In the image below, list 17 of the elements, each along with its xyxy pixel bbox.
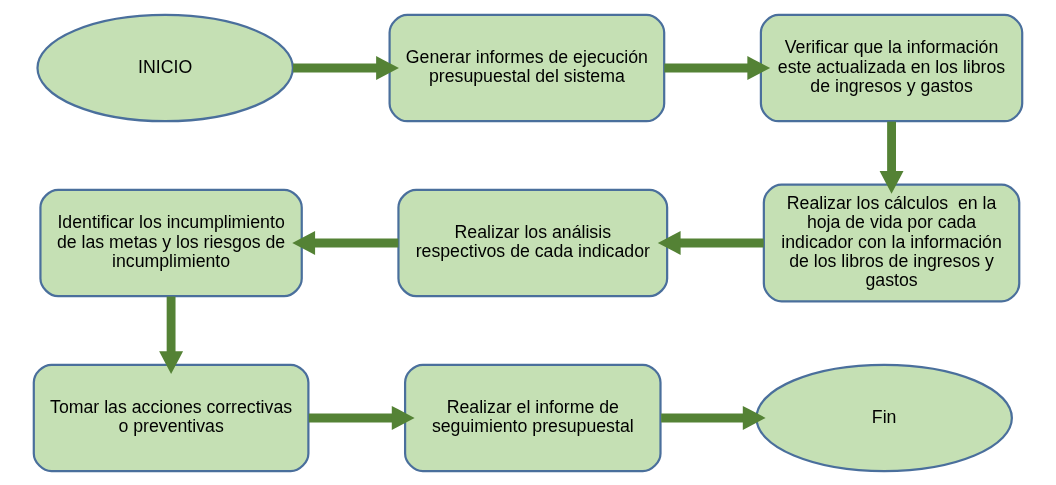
node-box: Realizar los análisis respectivos de cada indicador [397, 188, 669, 297]
arrow [664, 55, 771, 80]
arrow [292, 230, 399, 255]
arrow [293, 55, 399, 80]
node-box: Verificar que la información este actualizada en los libros de ingresos y gastos [759, 13, 1024, 122]
node-ellipse: INICIO [36, 13, 294, 122]
arrow [308, 405, 415, 430]
arrow [879, 121, 904, 194]
arrow [657, 230, 764, 255]
node-ellipse: Fin [755, 363, 1013, 472]
arrow [661, 405, 766, 430]
node-box: Tomar las acciones correctivas o preventivas [32, 363, 310, 472]
node-box: Identificar los incumplimiento de las metas y los riesgos de incumplimiento [39, 188, 303, 297]
node-box: Realizar los cálculos en la hoja de vida por cada indicador con la información de los libros de ingresos y gastos [762, 183, 1021, 302]
arrow [159, 296, 184, 374]
node-box: Realizar el informe de seguimiento presupuestal [404, 363, 662, 472]
node-box: Generar informes de ejecución presupuestal del sistema [388, 13, 666, 122]
